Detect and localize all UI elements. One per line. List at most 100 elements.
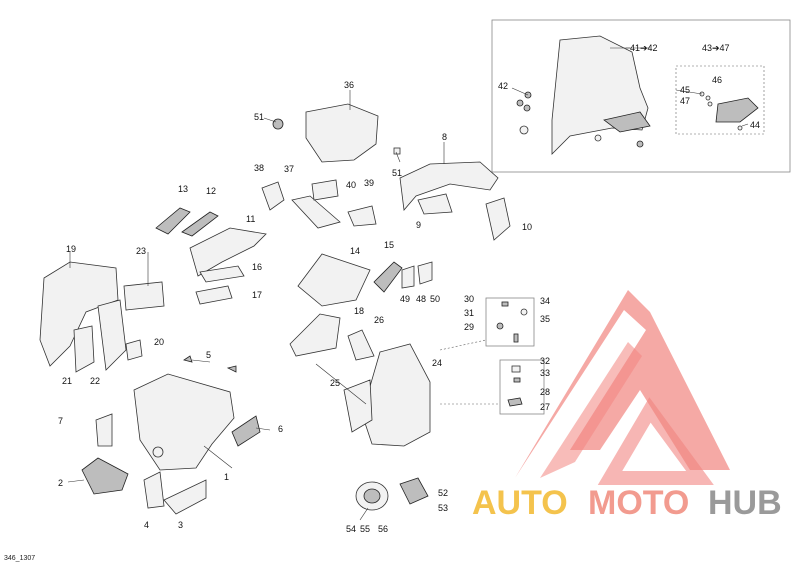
callout-31: 31 (464, 308, 474, 318)
callout-34: 34 (540, 296, 550, 306)
trim-part-16 (199, 265, 245, 283)
callout-51-bottom: 51 (392, 168, 402, 178)
callout-5: 5 (206, 350, 211, 360)
panel-part-14 (297, 253, 371, 307)
callout-23: 23 (136, 246, 146, 256)
watermark-part3: HUB (708, 484, 782, 522)
callout-40: 40 (346, 180, 356, 190)
upper-panel-part-8 (399, 161, 499, 211)
callout-17: 17 (252, 290, 262, 300)
callout-54: 54 (346, 524, 356, 534)
panel-part-25 (343, 379, 373, 433)
mirror-kit-frame (675, 65, 765, 135)
grille-part-13 (155, 207, 191, 235)
callout-28: 28 (540, 387, 550, 397)
callout-29: 29 (464, 322, 474, 332)
mirror-part (699, 91, 759, 131)
callout-43-47: 43➔47 (702, 43, 730, 53)
trim-part-17 (195, 285, 233, 305)
callout-10: 10 (522, 222, 532, 232)
callout-19: 19 (66, 244, 76, 254)
callout-51-top: 51 (254, 112, 264, 122)
fastener-part-5a (183, 355, 193, 363)
callout-15: 15 (384, 240, 394, 250)
callout-14: 14 (350, 246, 360, 256)
callout-2: 2 (58, 478, 63, 488)
watermark-brand: AUTO MOTO HUB (472, 484, 782, 522)
callout-52: 52 (438, 488, 448, 498)
callout-53: 53 (438, 503, 448, 513)
speaker-part (355, 481, 389, 511)
callout-41-42: 41➔42 (630, 43, 658, 53)
side-insert-part-6 (231, 415, 261, 447)
hardware-box-lower (499, 359, 545, 415)
callout-45: 45 (680, 85, 690, 95)
headlight-housing-part (272, 103, 401, 163)
callout-12: 12 (206, 186, 216, 196)
callout-6: 6 (278, 424, 283, 434)
callout-27: 27 (540, 402, 550, 412)
bracket-part-38 (261, 181, 285, 211)
callout-21: 21 (62, 376, 72, 386)
lower-panel-part-3 (163, 479, 207, 515)
callout-1: 1 (224, 472, 229, 482)
fairing-hole (152, 446, 164, 458)
trim-part-37 (291, 195, 341, 229)
callout-50: 50 (430, 294, 440, 304)
callout-4: 4 (144, 520, 149, 530)
lower-panel-part-4 (143, 471, 165, 509)
front-fairing-part-1 (133, 373, 235, 471)
callout-3: 3 (178, 520, 183, 530)
side-panel-part-19 (39, 261, 119, 367)
watermark-part1: AUTO (472, 484, 568, 522)
callout-9: 9 (416, 220, 421, 230)
plate-part-48 (417, 261, 433, 285)
callout-25: 25 (330, 378, 340, 388)
speaker-grille-part (399, 477, 429, 505)
callout-46: 46 (712, 75, 722, 85)
panel-part-21 (73, 325, 95, 373)
panel-part-23 (123, 281, 165, 311)
callout-22: 22 (90, 376, 100, 386)
frame-part-11 (189, 227, 267, 277)
callout-24: 24 (432, 358, 442, 368)
callout-48: 48 (416, 294, 426, 304)
trim-part-39 (347, 205, 377, 227)
windshield-kit-frame (491, 19, 791, 173)
watermark-logo-icon (515, 290, 730, 485)
callout-56: 56 (378, 524, 388, 534)
plate-part-49 (401, 265, 415, 289)
hardware-parts (496, 301, 528, 407)
callout-30: 30 (464, 294, 474, 304)
callout-37: 37 (284, 164, 294, 174)
grille-part-2 (81, 457, 129, 495)
callout-38: 38 (254, 163, 264, 173)
callout-36: 36 (344, 80, 354, 90)
trim-part-26 (347, 329, 375, 361)
fastener-part-5b (226, 365, 237, 373)
callout-47: 47 (680, 96, 690, 106)
callout-35: 35 (540, 314, 550, 324)
trim-part-40 (311, 179, 339, 201)
panel-part-22 (97, 299, 127, 371)
callout-44: 44 (750, 120, 760, 130)
drawing-code: 346_1307 (4, 555, 35, 562)
callout-7: 7 (58, 416, 63, 426)
panel-part-9 (417, 193, 453, 215)
grille-part-15 (373, 261, 403, 293)
callout-11: 11 (246, 214, 255, 224)
grille-part-12 (181, 211, 219, 237)
callout-18: 18 (354, 306, 364, 316)
callout-8: 8 (442, 132, 447, 142)
callout-13: 13 (178, 184, 188, 194)
callout-labels: 1 2 3 4 5 6 7 8 9 10 11 12 13 14 15 16 1… (58, 43, 760, 534)
leader-lines (67, 47, 749, 521)
callout-26: 26 (374, 315, 384, 325)
callout-16: 16 (252, 262, 262, 272)
callout-39: 39 (364, 178, 374, 188)
callout-33: 33 (540, 368, 550, 378)
callout-42: 42 (498, 81, 508, 91)
callout-55: 55 (360, 524, 370, 534)
lower-fairing-part-24 (361, 343, 431, 447)
callout-20: 20 (154, 337, 164, 347)
